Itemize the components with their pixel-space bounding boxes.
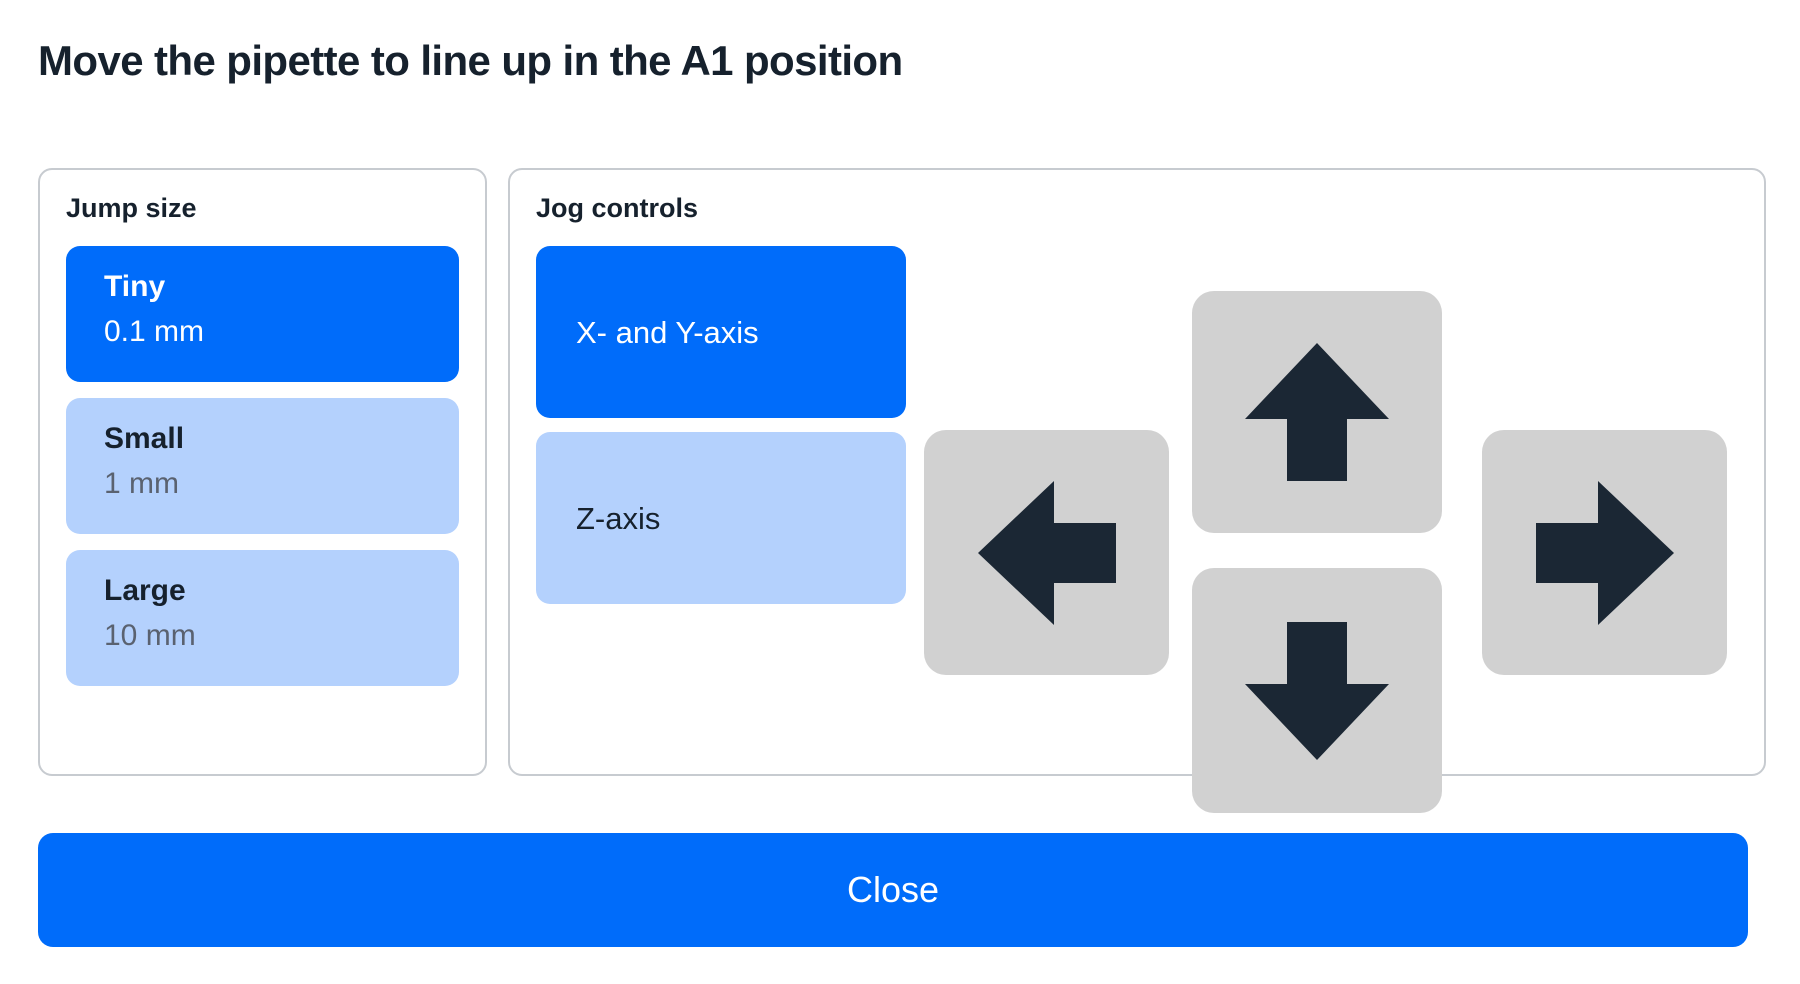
arrow-down-icon	[1242, 618, 1392, 764]
jog-right-button[interactable]	[1482, 430, 1727, 676]
jump-size-option-list: Tiny 0.1 mm Small 1 mm Large 10 mm	[66, 246, 459, 687]
jump-size-option-name: Tiny	[104, 270, 166, 304]
arrow-left-icon	[974, 478, 1120, 628]
arrow-right-icon	[1532, 478, 1678, 628]
jump-size-panel: Jump size Tiny 0.1 mm Small 1 mm Large 1…	[38, 168, 487, 776]
axis-option-label: Z-axis	[576, 500, 661, 536]
panels-row: Jump size Tiny 0.1 mm Small 1 mm Large 1…	[38, 168, 1766, 814]
arrow-up-icon	[1242, 339, 1392, 485]
close-button[interactable]: Close	[38, 833, 1748, 947]
axis-option-xy[interactable]: X- and Y-axis	[536, 246, 906, 419]
jump-size-panel-title: Jump size	[66, 193, 197, 223]
jog-down-button[interactable]	[1192, 568, 1442, 814]
jog-up-button[interactable]	[1192, 291, 1442, 534]
jog-controls-panel: Jog controls X- and Y-axis Z-axis	[508, 168, 1766, 814]
jog-controls-body: X- and Y-axis Z-axis	[536, 246, 1764, 814]
jog-left-button[interactable]	[924, 430, 1169, 676]
axis-option-z[interactable]: Z-axis	[536, 432, 906, 605]
jump-size-option-value: 0.1 mm	[104, 314, 205, 348]
jump-size-option-name: Small	[104, 422, 185, 456]
jump-size-option-value: 1 mm	[104, 466, 179, 500]
jump-size-option-value: 10 mm	[104, 618, 196, 652]
jump-size-option-small[interactable]: Small 1 mm	[66, 398, 459, 535]
axis-option-label: X- and Y-axis	[576, 314, 759, 350]
axis-option-list: X- and Y-axis Z-axis	[536, 246, 906, 605]
page-title: Move the pipette to line up in the A1 po…	[38, 37, 903, 84]
jump-size-option-name: Large	[104, 574, 186, 608]
direction-pad	[924, 246, 1764, 814]
jump-size-option-tiny[interactable]: Tiny 0.1 mm	[66, 246, 459, 383]
jump-size-option-large[interactable]: Large 10 mm	[66, 550, 459, 687]
jog-controls-panel-title: Jog controls	[536, 193, 699, 223]
close-button-label: Close	[846, 869, 940, 910]
